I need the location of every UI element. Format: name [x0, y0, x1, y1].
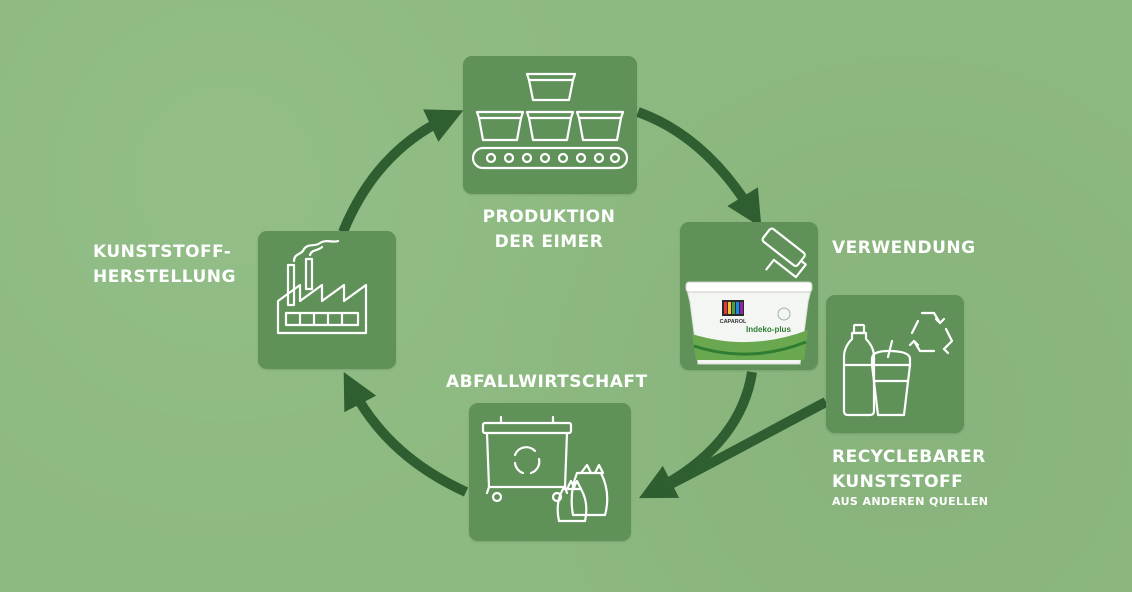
arrow-to-herstellung	[343, 372, 469, 497]
label-recyclebar: RECYCLEBARER KUNSTSTOFF AUS ANDEREN QUEL…	[832, 445, 988, 509]
label-verwendung: VERWENDUNG	[832, 236, 976, 261]
waste-container-bags-icon	[481, 415, 609, 523]
label-line: DER EIMER	[494, 232, 604, 252]
arrow-recycle-to-abfall	[652, 397, 829, 497]
tile-verwendung: CAPAROL Indeko-plus	[680, 222, 818, 370]
tile-produktion	[463, 56, 637, 194]
label-line: HERSTELLUNG	[93, 267, 236, 287]
factory-icon	[276, 239, 368, 335]
paint-bucket-roller-icon: CAPAROL Indeko-plus	[685, 227, 813, 365]
label-line: ABFALLWIRTSCHAFT	[446, 372, 648, 392]
label-kunststoffherstellung: KUNSTSTOFF- HERSTELLUNG	[93, 240, 236, 290]
arrow-to-verwendung	[636, 107, 762, 228]
bottle-cup-recycle-icon	[842, 311, 954, 417]
label-line: PRODUKTION	[482, 207, 616, 227]
product-brand: CAPAROL	[720, 319, 747, 325]
sublabel: AUS ANDEREN QUELLEN	[832, 495, 989, 508]
label-abfallwirtschaft: ABFALLWIRTSCHAFT	[446, 370, 648, 395]
tile-abfallwirtschaft	[469, 403, 631, 541]
label-line: VERWENDUNG	[832, 238, 976, 258]
label-line: KUNSTSTOFF-	[93, 242, 232, 262]
tile-kunststoffherstellung	[258, 231, 396, 369]
label-line: RECYCLEBARER	[832, 447, 986, 467]
label-line: KUNSTSTOFF	[832, 472, 964, 492]
product-name: Indeko-plus	[746, 325, 791, 334]
conveyor-buckets-icon	[471, 72, 629, 170]
arrow-to-produktion	[338, 109, 464, 234]
label-produktion: PRODUKTION DER EIMER	[478, 205, 620, 255]
tile-recyclebar	[826, 295, 964, 433]
